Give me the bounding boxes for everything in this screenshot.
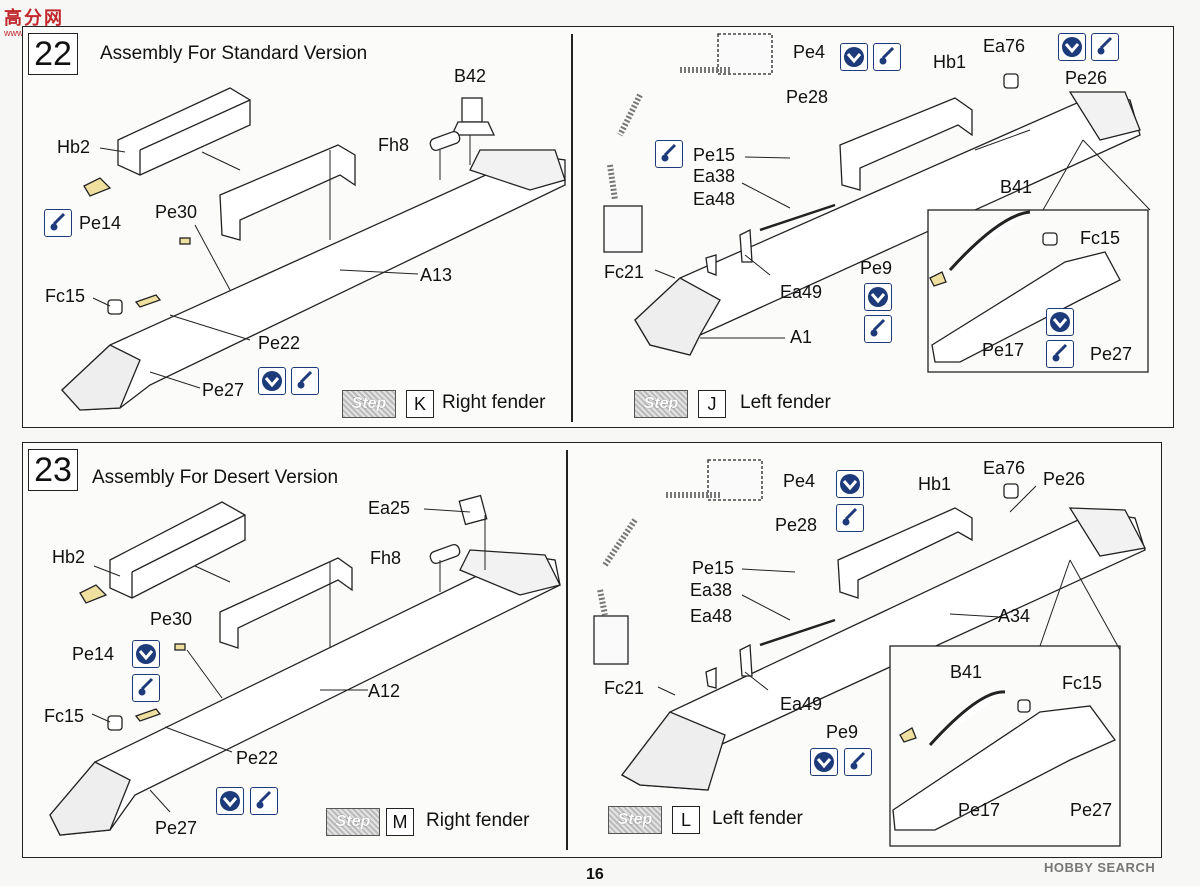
label-Fh8: Fh8 — [378, 135, 410, 155]
label-Hb1: Hb1 — [918, 474, 952, 494]
step-letter: M — [386, 808, 414, 836]
label-Pe28: Pe28 — [786, 87, 829, 107]
label-Fc21: Fc21 — [604, 678, 645, 698]
label-A1: A1 — [790, 327, 813, 347]
label-Fc15: Fc15 — [45, 286, 86, 306]
label-Fc15: Fc15 — [44, 706, 85, 726]
glue-drop-icon — [864, 315, 892, 343]
label-Fh8: Fh8 — [370, 548, 402, 568]
glue-drop-icon — [1091, 33, 1119, 61]
glue-drop-icon — [844, 748, 872, 776]
label-Pe15: Pe15 — [693, 145, 736, 165]
label-Hb2: Hb2 — [57, 137, 91, 157]
step-letter: L — [672, 806, 700, 834]
glue-drop-icon — [655, 140, 683, 168]
bend-down-arrow-icon — [864, 283, 892, 311]
glue-drop-icon — [873, 43, 901, 71]
step-caption: Right fender — [426, 810, 530, 831]
label-Fc15-inset: Fc15 — [1080, 228, 1121, 248]
step-word: Step — [608, 806, 662, 834]
label-Ea76: Ea76 — [983, 458, 1026, 478]
label-Pe17: Pe17 — [982, 340, 1025, 360]
step-word: Step — [326, 808, 380, 836]
step-23-right-step-tag: Step M Right fender — [326, 808, 556, 836]
label-A12: A12 — [368, 681, 401, 701]
label-A13: A13 — [420, 265, 453, 285]
bend-down-arrow-icon — [216, 787, 244, 815]
label-Pe14: Pe14 — [72, 644, 115, 664]
step-caption: Left fender — [712, 808, 803, 829]
step-22-left-step-tag: Step J Left fender — [634, 390, 864, 418]
bend-down-arrow-icon — [836, 470, 864, 498]
glue-drop-icon — [291, 367, 319, 395]
label-Hb2: Hb2 — [52, 547, 86, 567]
label-Pe30: Pe30 — [155, 202, 198, 222]
label-Ea49: Ea49 — [780, 694, 823, 714]
glue-drop-icon — [44, 209, 72, 237]
glue-drop-icon — [1046, 340, 1074, 368]
label-Pe4: Pe4 — [783, 471, 816, 491]
label-Pe27: Pe27 — [202, 380, 245, 400]
label-Ea38: Ea38 — [693, 166, 736, 186]
label-Fc15-inset: Fc15 — [1062, 673, 1103, 693]
step-word: Step — [634, 390, 688, 418]
label-Fc21: Fc21 — [604, 262, 645, 282]
step-22-number: 22 — [28, 33, 78, 75]
label-Ea25: Ea25 — [368, 498, 411, 518]
step-23-left-step-tag: Step L Left fender — [608, 806, 838, 834]
label-Pe27-inset: Pe27 — [1070, 800, 1113, 820]
step-letter: K — [406, 390, 434, 418]
label-Pe9: Pe9 — [826, 722, 859, 742]
bend-down-arrow-icon — [258, 367, 286, 395]
label-A34: A34 — [998, 606, 1031, 626]
label-Pe15: Pe15 — [692, 558, 735, 578]
step-word: Step — [342, 390, 396, 418]
label-Pe9: Pe9 — [860, 258, 893, 278]
label-Pe27-inset: Pe27 — [1090, 344, 1133, 364]
label-Ea76: Ea76 — [983, 36, 1026, 56]
hobby-search-logo: HOBBY SEARCH — [1044, 860, 1156, 875]
label-Ea49: Ea49 — [780, 282, 823, 302]
label-Pe22: Pe22 — [236, 748, 279, 768]
label-Pe28: Pe28 — [775, 515, 818, 535]
step-caption: Right fender — [442, 392, 546, 413]
label-Pe30: Pe30 — [150, 609, 193, 629]
bend-down-arrow-icon — [840, 43, 868, 71]
step-23-number: 23 — [28, 449, 78, 491]
bend-down-arrow-icon — [1046, 308, 1074, 336]
label-Pe4: Pe4 — [793, 42, 826, 62]
step-22-title: Assembly For Standard Version — [100, 43, 368, 64]
page-number: 16 — [586, 866, 604, 883]
step-22-divider — [571, 34, 573, 422]
step-caption: Left fender — [740, 392, 831, 413]
label-Ea48: Ea48 — [690, 606, 733, 626]
label-B42: B42 — [454, 66, 487, 86]
label-Pe17: Pe17 — [958, 800, 1001, 820]
glue-drop-icon — [836, 504, 864, 532]
label-B41: B41 — [1000, 177, 1033, 197]
bend-down-arrow-icon — [132, 640, 160, 668]
label-Pe26: Pe26 — [1043, 469, 1086, 489]
glue-drop-icon — [132, 674, 160, 702]
glue-drop-icon — [250, 787, 278, 815]
label-Hb1: Hb1 — [933, 52, 967, 72]
label-Pe27: Pe27 — [155, 818, 198, 838]
step-letter: J — [698, 390, 726, 418]
label-B41: B41 — [950, 662, 983, 682]
label-Pe22: Pe22 — [258, 333, 301, 353]
label-Pe26: Pe26 — [1065, 68, 1108, 88]
step-22-right-step-tag: Step K Right fender — [342, 390, 572, 418]
step-23-divider — [566, 450, 568, 850]
label-Ea48: Ea48 — [693, 189, 736, 209]
label-Pe14: Pe14 — [79, 213, 122, 233]
bend-down-arrow-icon — [810, 748, 838, 776]
bend-down-arrow-icon — [1058, 33, 1086, 61]
label-Ea38: Ea38 — [690, 580, 733, 600]
step-23-title: Assembly For Desert Version — [92, 467, 339, 488]
